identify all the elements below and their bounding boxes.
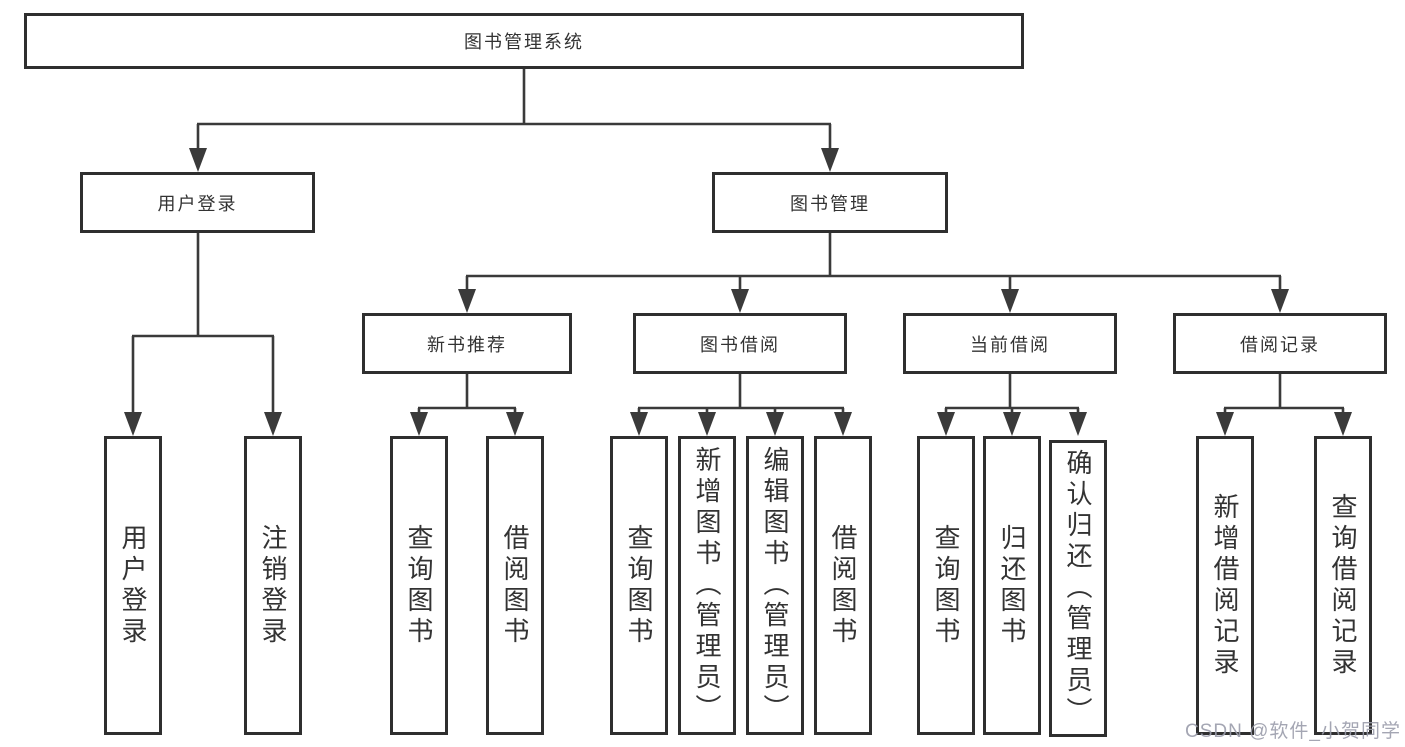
node-root: 图书管理系统 xyxy=(24,13,1024,69)
arrowhead xyxy=(766,412,784,436)
leaf-borrow-book: 借阅图书 xyxy=(814,436,872,735)
leaf-user-login: 用户登录 xyxy=(104,436,162,735)
arrowhead xyxy=(937,412,955,436)
arrowhead xyxy=(410,412,428,436)
arrowhead xyxy=(698,412,716,436)
arrowhead xyxy=(834,412,852,436)
arrowhead xyxy=(821,148,839,172)
node-user-login: 用户登录 xyxy=(80,172,315,233)
csdn-watermark: CSDN @软件_小贺同学 xyxy=(1185,721,1401,742)
leaf-current-query-book: 查询图书 xyxy=(917,436,975,735)
arrowhead xyxy=(731,289,749,313)
leaf-recommend-borrow-book: 借阅图书 xyxy=(486,436,544,735)
arrowhead xyxy=(1334,412,1352,436)
node-current-borrow: 当前借阅 xyxy=(903,313,1117,374)
arrowhead xyxy=(1001,289,1019,313)
node-book-borrow: 图书借阅 xyxy=(633,313,847,374)
leaf-add-book-admin: 新增图书（管理员） xyxy=(678,436,736,735)
leaf-edit-book-admin: 编辑图书（管理员） xyxy=(746,436,804,735)
leaf-confirm-return-admin: 确认归还（管理员） xyxy=(1049,440,1107,737)
arrowhead xyxy=(264,412,282,436)
arrowhead xyxy=(1069,412,1087,436)
leaf-recommend-query-book: 查询图书 xyxy=(390,436,448,735)
leaf-return-book: 归还图书 xyxy=(983,436,1041,735)
arrowhead xyxy=(189,148,207,172)
arrowhead xyxy=(458,289,476,313)
leaf-borrow-query-book: 查询图书 xyxy=(610,436,668,735)
arrowhead xyxy=(630,412,648,436)
arrowhead xyxy=(1003,412,1021,436)
leaf-query-borrow-record: 查询借阅记录 xyxy=(1314,436,1372,735)
arrowhead xyxy=(1271,289,1289,313)
node-borrow-record: 借阅记录 xyxy=(1173,313,1387,374)
arrowhead xyxy=(124,412,142,436)
node-book-management: 图书管理 xyxy=(712,172,948,233)
leaf-add-borrow-record: 新增借阅记录 xyxy=(1196,436,1254,735)
leaf-logout: 注销登录 xyxy=(244,436,302,735)
node-new-book-recommend: 新书推荐 xyxy=(362,313,572,374)
arrowhead xyxy=(1216,412,1234,436)
arrowhead xyxy=(506,412,524,436)
